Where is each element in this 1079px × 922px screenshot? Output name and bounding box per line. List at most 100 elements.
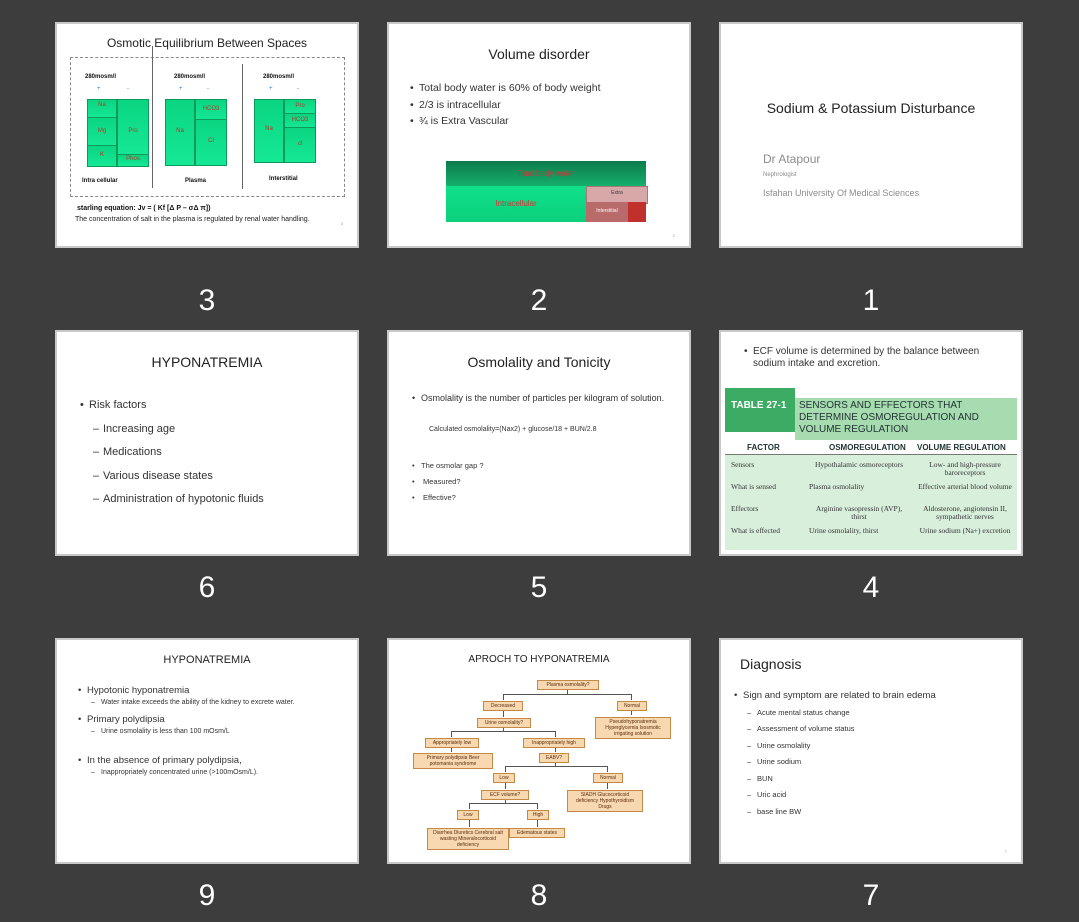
- cell-cl-plasma: Cl: [195, 119, 227, 166]
- node-appropriately-low: Appropriately low: [425, 738, 479, 748]
- divider-1: [152, 46, 153, 188]
- slide-number-1: 1: [862, 284, 880, 317]
- node-ecf-volume: ECF volume?: [481, 790, 529, 800]
- bullet: Effective?: [412, 490, 484, 506]
- connector: [503, 709, 504, 717]
- table-body: Sensors Hypothalamic osmoreceptors Low- …: [725, 455, 1017, 550]
- connector: [537, 803, 538, 809]
- bullet: Total body water is 60% of body weight: [410, 80, 601, 97]
- header-factor: FACTOR: [747, 443, 780, 452]
- slide-number-4: 4: [862, 571, 880, 604]
- organization: Isfahan University Of Medical Sciences: [763, 188, 920, 198]
- plus-3: +: [269, 86, 273, 92]
- osm-label-1: 280mosm/l: [85, 74, 117, 80]
- node-pseudohyponatremia: Pseudohyponatremia Hyperglycemia Isosmot…: [595, 717, 671, 739]
- slide-5-title: Osmolality and Tonicity: [467, 354, 611, 370]
- node-normal-eabv: Normal: [593, 773, 623, 783]
- sub-bullet: Inappropriately concentrated urine (>100…: [91, 767, 337, 779]
- role: Nephrologist: [763, 172, 797, 178]
- slide-number-8: 8: [530, 879, 548, 912]
- col-label-3: Interstitial: [269, 176, 298, 182]
- connector: [505, 798, 506, 803]
- slide-4-intro: ECF volume is determined by the balance …: [744, 346, 993, 370]
- connector: [503, 694, 504, 700]
- connector: [607, 766, 608, 772]
- slide-5-bullet-main: Osmolality is the number of particles pe…: [412, 390, 671, 406]
- cell-phos: Phos: [117, 154, 149, 167]
- cell-pro: Pro: [117, 99, 149, 156]
- sub-bullet: Urine osmolality: [747, 738, 936, 755]
- slide-6-canvas[interactable]: HYPONATREMIA Risk factors Increasing age…: [55, 330, 359, 556]
- node-low: Low: [493, 773, 515, 783]
- bullet: Primary polydipsia: [78, 713, 337, 726]
- connector: [555, 746, 556, 752]
- minus-2: -: [207, 86, 209, 92]
- sub-bullet: BUN: [747, 771, 936, 788]
- starling-equation: starling equation: Jv = ( Kf [Δ P – σΔ π…: [77, 205, 211, 212]
- connector: [505, 766, 607, 767]
- node-siadh: SIADH Glucocorticoid deficiency Hypothyr…: [567, 790, 643, 812]
- slide-5-bullets: The osmolar gap ? Measured? Effective?: [412, 458, 484, 506]
- bar-intracellular: Intracellular: [446, 186, 586, 222]
- slide-6-bullets: Risk factors Increasing age Medications …: [80, 394, 264, 512]
- connector: [469, 803, 537, 804]
- slide-2-bullets: Total body water is 60% of body weight 2…: [410, 80, 601, 130]
- sub-bullet: Water intake exceeds the ability of the …: [91, 697, 337, 709]
- plus-2: +: [179, 86, 183, 92]
- osmolality-formula: Calculated osmolality=(Nax2) + glucose/1…: [429, 426, 597, 433]
- sub-bullet: Urine sodium: [747, 754, 936, 771]
- cell-na: Na: [87, 99, 117, 119]
- cell-hco3-plasma: HCO3: [195, 99, 227, 121]
- bar-plasma: [628, 202, 646, 222]
- risk-item: Various disease states: [93, 465, 264, 489]
- minus-3: -: [297, 86, 299, 92]
- table-label: TABLE 27-1: [725, 388, 795, 432]
- slide-3-canvas[interactable]: Osmotic Equilibrium Between Spaces 280mo…: [55, 22, 359, 248]
- slide-7-title: Diagnosis: [740, 656, 802, 672]
- page-number: 2: [672, 233, 675, 238]
- connector: [469, 817, 470, 827]
- table-title: SENSORS AND EFFECTORS THAT DETERMINE OSM…: [795, 398, 1017, 440]
- slide-4-canvas[interactable]: ECF volume is determined by the balance …: [719, 330, 1023, 556]
- slide-3-title: Osmotic Equilibrium Between Spaces: [106, 36, 308, 50]
- bullet: Sign and symptom are related to brain ed…: [734, 688, 936, 705]
- node-urine-osmolality: Urine osmolality?: [477, 718, 531, 728]
- connector: [451, 731, 452, 737]
- connector: [631, 694, 632, 700]
- header-osmoregulation: OSMOREGULATION: [829, 443, 906, 452]
- connector: [505, 766, 506, 772]
- bullet: ECF volume is determined by the balance …: [744, 346, 993, 370]
- connector: [469, 803, 470, 809]
- risk-item: Administration of hypotonic fluids: [93, 488, 264, 512]
- bullet: ¾ is Extra Vascular: [410, 113, 601, 130]
- node-primary-polydipsia: Primary polydipsia Beer potomania syndro…: [413, 753, 493, 769]
- slide-5-canvas[interactable]: Osmolality and Tonicity Osmolality is th…: [387, 330, 691, 556]
- node-high-ecf: High: [527, 810, 549, 820]
- node-normal: Normal: [617, 701, 647, 711]
- slide-1-canvas[interactable]: Sodium & Potassium Disturbance Dr Atapou…: [719, 22, 1023, 248]
- risk-item: Medications: [93, 441, 264, 465]
- connector: [505, 781, 506, 789]
- slide-2-canvas[interactable]: Volume disorder Total body water is 60% …: [387, 22, 691, 248]
- bullet-heading: Risk factors: [80, 394, 264, 418]
- header-volume-regulation: VOLUME REGULATION: [917, 443, 1006, 452]
- connector: [607, 781, 608, 789]
- slide-7-canvas[interactable]: Diagnosis Sign and symptom are related t…: [719, 638, 1023, 864]
- node-inappropriately-high: Inappropriately high: [523, 738, 585, 748]
- node-plasma-osmolality: Plasma osmolality?: [537, 680, 599, 690]
- slide-8-canvas[interactable]: APROCH TO HYPONATREMIA Plasma osmolality…: [387, 638, 691, 864]
- connector: [555, 731, 556, 737]
- sub-bullet: Uric acid: [747, 787, 936, 804]
- slide-9-canvas[interactable]: HYPONATREMIA Hypotonic hyponatremia Wate…: [55, 638, 359, 864]
- cell-k: K: [87, 145, 117, 167]
- sub-bullet: Acute mental status change: [747, 705, 936, 722]
- slide-8-title: APROCH TO HYPONATREMIA: [468, 654, 610, 665]
- slide-number-3: 3: [198, 284, 216, 317]
- page-number: 7: [1004, 849, 1007, 854]
- plus-1: +: [97, 86, 101, 92]
- slide-number-2: 2: [530, 284, 548, 317]
- bullet: The osmolar gap ?: [412, 458, 483, 474]
- slide-1-title: Sodium & Potassium Disturbance: [766, 100, 976, 116]
- page-number: 3: [340, 221, 343, 226]
- slide-6-title: HYPONATREMIA: [151, 354, 263, 370]
